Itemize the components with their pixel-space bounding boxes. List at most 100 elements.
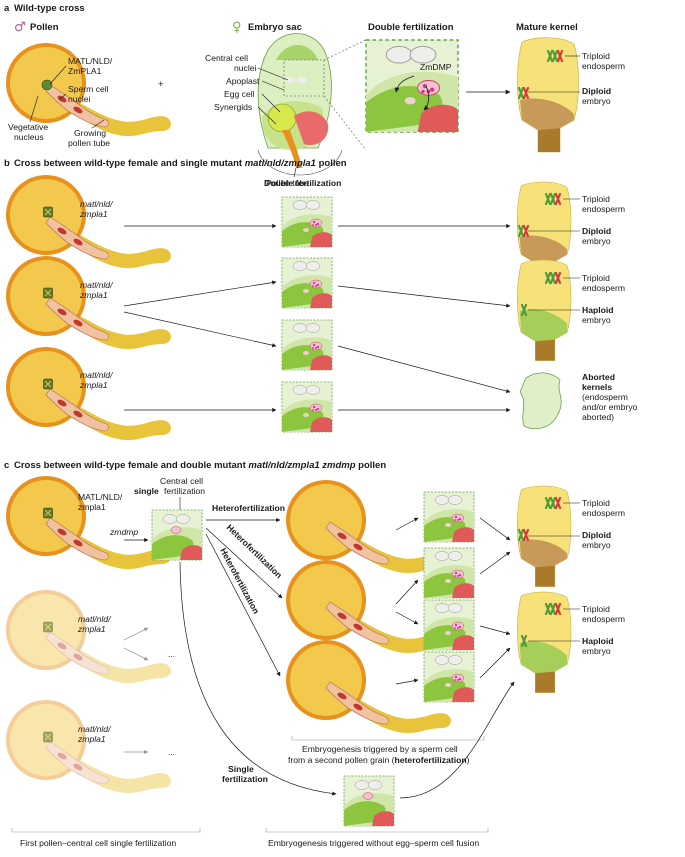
fert-box-c2 bbox=[423, 547, 475, 599]
mutant-label-c2b: zmpla1 bbox=[77, 734, 106, 744]
tube-label: Growing bbox=[74, 128, 106, 138]
embryogenesis-caption: Embryogenesis triggered by a sperm cell bbox=[302, 744, 458, 754]
aborted-label: Aborted bbox=[582, 372, 615, 382]
central-cell-label-2: nuclei bbox=[234, 63, 257, 73]
matl-protein-icon bbox=[41, 79, 53, 91]
aborted-kernel bbox=[519, 372, 562, 430]
embryo-label: embryo bbox=[582, 96, 611, 106]
legend bbox=[0, 827, 685, 857]
mutant-label-c1: matl/nld/ bbox=[78, 614, 112, 624]
ellipsis-1: ... bbox=[168, 649, 175, 659]
egg-cell-label: Egg cell bbox=[224, 89, 255, 99]
fert-box-b4 bbox=[281, 381, 333, 433]
fert-box-b2 bbox=[281, 257, 333, 309]
mutant-label-c2: matl/nld/ bbox=[78, 724, 112, 734]
fert-box-c3 bbox=[423, 599, 475, 651]
first-pollen-caption: First pollen–central cell single fertili… bbox=[20, 838, 176, 848]
endosperm-label: endosperm bbox=[582, 61, 625, 71]
vegetative-label-2: nucleus bbox=[14, 132, 44, 142]
without-fusion-caption: Embryogenesis triggered without egg–sper… bbox=[268, 838, 479, 848]
panel-c: c Cross between wild-type female and dou… bbox=[4, 460, 625, 848]
diploid-label-c: Diploid bbox=[582, 530, 611, 540]
plus-sign: + bbox=[158, 79, 164, 90]
single-fert-box-c bbox=[151, 509, 203, 561]
matl-label-c2: zmpla1 bbox=[78, 502, 106, 512]
double-fert-box bbox=[365, 39, 459, 133]
sperm-label: Sperm cell bbox=[68, 84, 109, 94]
double-fert-heading-b: Double fertilization bbox=[264, 178, 341, 188]
synergids-label: Synergids bbox=[214, 102, 252, 112]
mutant-label-2b: zmpla1 bbox=[79, 290, 108, 300]
endosperm-label-b1: endosperm bbox=[582, 204, 625, 214]
pollen-heading: Pollen bbox=[30, 22, 59, 33]
embryo-label-c2: embryo bbox=[582, 646, 611, 656]
faded-pollen-2 bbox=[6, 700, 171, 793]
matl-label-2: ZmPLA1 bbox=[68, 66, 102, 76]
central-single-label-2: single bbox=[134, 486, 159, 496]
aborted-label-3: (endosperm bbox=[582, 392, 628, 402]
central-cell-label: Central cell bbox=[205, 53, 248, 63]
triploid-label-c2: Triploid bbox=[582, 604, 610, 614]
ellipsis-2: ... bbox=[168, 747, 175, 757]
zmdmp-label-c: zmdmp bbox=[109, 527, 138, 537]
embryo-label-c1: embryo bbox=[582, 540, 611, 550]
panel-a-letter: a bbox=[4, 3, 10, 14]
mature-kernel-heading: Mature kernel bbox=[516, 22, 578, 33]
endosperm-label-c2: endosperm bbox=[582, 614, 625, 624]
apoplast-label: Apoplast bbox=[226, 76, 260, 86]
haploid-label-b: Haploid bbox=[582, 305, 614, 315]
sperm-label-2: nuclei bbox=[68, 94, 91, 104]
matl-label-c: MATL/NLD/ bbox=[78, 492, 123, 502]
double-fert-heading: Double fertilization bbox=[368, 22, 454, 33]
diploid-label-b: Diploid bbox=[582, 226, 611, 236]
panel-c-title: Cross between wild-type female and doubl… bbox=[14, 460, 386, 471]
triploid-label-c1: Triploid bbox=[582, 498, 610, 508]
single-fert-label-2: fertilization bbox=[222, 774, 268, 784]
panel-a: a Wild-type cross ♂ Pollen MATL/NLD/ ZmP… bbox=[4, 3, 625, 188]
central-single-label: Central cell bbox=[160, 476, 203, 486]
tube-label-2: pollen tube bbox=[68, 138, 110, 148]
fert-box-c1 bbox=[423, 491, 475, 543]
mutant-label-3: matl/nld/ bbox=[80, 370, 114, 380]
panel-b-title: Cross between wild-type female and singl… bbox=[14, 158, 347, 169]
matl-label: MATL/NLD/ bbox=[68, 56, 113, 66]
heterofert-label-1: Heterofertilization bbox=[212, 503, 285, 513]
aborted-label-2: kernels bbox=[582, 382, 612, 392]
aborted-label-4: and/or embryo bbox=[582, 402, 638, 412]
pollen-tube-label: Pollen tube bbox=[266, 178, 309, 188]
embryo-label-b1: embryo bbox=[582, 236, 611, 246]
haploid-label-c: Haploid bbox=[582, 636, 614, 646]
triploid-label-b2: Triploid bbox=[582, 273, 610, 283]
vegetative-label: Vegetative bbox=[8, 122, 48, 132]
mutant-label-3b: zmpla1 bbox=[79, 380, 108, 390]
mutant-label-2: matl/nld/ bbox=[80, 280, 114, 290]
mutant-pollen-3 bbox=[5, 346, 172, 441]
mutant-label-c1b: zmpla1 bbox=[77, 624, 106, 634]
central-single-label-3: fertilization bbox=[164, 486, 205, 496]
male-symbol-icon: ♂ bbox=[14, 20, 26, 35]
panel-a-title: Wild-type cross bbox=[14, 3, 85, 14]
embryo-sac-heading: Embryo sac bbox=[248, 22, 302, 33]
aborted-label-5: aborted) bbox=[582, 412, 614, 422]
diploid-label: Diploid bbox=[582, 86, 611, 96]
triploid-label-b1: Triploid bbox=[582, 194, 610, 204]
single-fert-label: Single bbox=[228, 764, 254, 774]
embryo-label-b2: embryo bbox=[582, 315, 611, 325]
faded-pollen-1 bbox=[6, 590, 171, 683]
mutant-pollen-1 bbox=[5, 174, 172, 269]
zmdmp-label: ZmDMP bbox=[420, 62, 452, 72]
female-symbol-icon: ♀ bbox=[232, 20, 242, 35]
single-fert-box-embryo bbox=[343, 775, 395, 827]
embryo-sac-illustration bbox=[257, 33, 343, 176]
endosperm-label-c1: endosperm bbox=[582, 508, 625, 518]
fert-box-b3 bbox=[281, 319, 333, 371]
fert-box-b1 bbox=[281, 196, 333, 248]
endosperm-label-b2: endosperm bbox=[582, 283, 625, 293]
triploid-label: Triploid bbox=[582, 51, 610, 61]
mutant-label-1: matl/nld/ bbox=[80, 199, 114, 209]
fert-box-c4 bbox=[423, 651, 475, 703]
embryogenesis-caption-2: from a second pollen grain (heterofertil… bbox=[288, 755, 470, 765]
panel-b-letter: b bbox=[4, 158, 10, 169]
panel-b: b Cross between wild-type female and sin… bbox=[4, 158, 638, 441]
